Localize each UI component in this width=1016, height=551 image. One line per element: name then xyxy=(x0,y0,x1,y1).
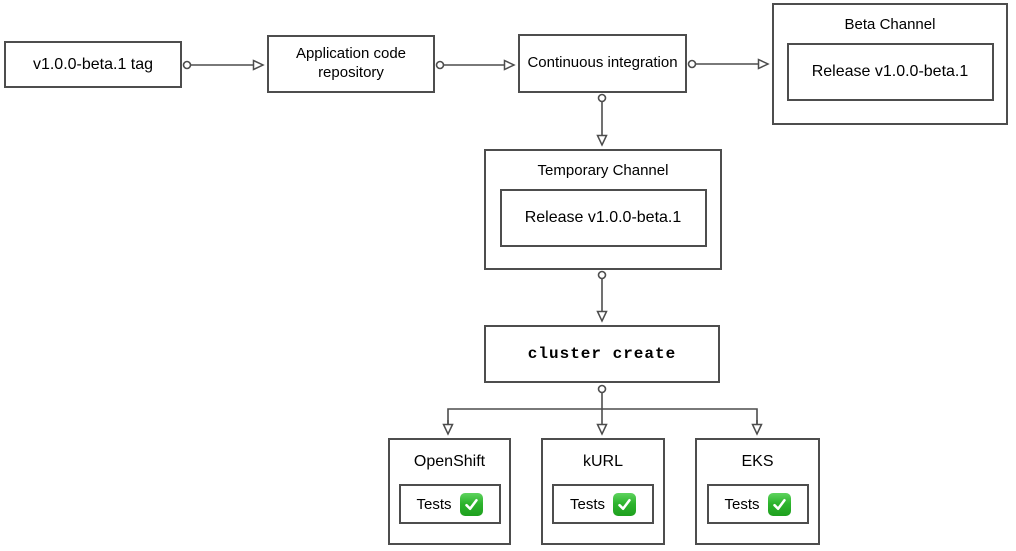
node-beta-channel: Beta Channel Release v1.0.0-beta.1 xyxy=(772,3,1008,125)
check-mark-icon xyxy=(613,492,636,516)
node-continuous-integration-label: Continuous integration xyxy=(527,54,678,72)
node-cluster-create: cluster create xyxy=(484,325,720,383)
temporary-channel-release-label: Release v1.0.0-beta.1 xyxy=(524,209,682,226)
beta-channel-title: Beta Channel xyxy=(844,15,936,33)
eks-tests-box: Tests xyxy=(706,484,809,524)
kurl-tests-box: Tests xyxy=(552,484,654,524)
node-openshift: OpenShift Tests xyxy=(388,438,511,545)
node-version-tag-label: v1.0.0-beta.1 tag xyxy=(32,55,154,73)
node-cluster-create-label: cluster create xyxy=(527,345,677,363)
temporary-channel-title: Temporary Channel xyxy=(537,161,669,179)
openshift-title: OpenShift xyxy=(413,453,486,470)
openshift-tests-box: Tests xyxy=(398,484,501,524)
kurl-tests-label: Tests xyxy=(569,495,605,513)
node-continuous-integration: Continuous integration xyxy=(518,34,687,93)
openshift-tests-label: Tests xyxy=(416,495,452,513)
check-mark-icon xyxy=(767,492,791,516)
kurl-title: kURL xyxy=(582,453,623,470)
beta-channel-release-box: Release v1.0.0-beta.1 xyxy=(786,43,994,101)
eks-title: EKS xyxy=(741,453,774,470)
node-version-tag: v1.0.0-beta.1 tag xyxy=(4,41,182,88)
temporary-channel-release-box: Release v1.0.0-beta.1 xyxy=(499,189,707,247)
check-mark-icon xyxy=(459,492,483,516)
node-app-repository-label: Application code repository xyxy=(295,45,407,81)
node-eks: EKS Tests xyxy=(695,438,820,545)
node-app-repository: Application code repository xyxy=(267,35,435,93)
node-kurl: kURL Tests xyxy=(541,438,665,545)
beta-channel-release-label: Release v1.0.0-beta.1 xyxy=(811,63,969,80)
node-temporary-channel: Temporary Channel Release v1.0.0-beta.1 xyxy=(484,149,722,270)
eks-tests-label: Tests xyxy=(724,495,760,513)
